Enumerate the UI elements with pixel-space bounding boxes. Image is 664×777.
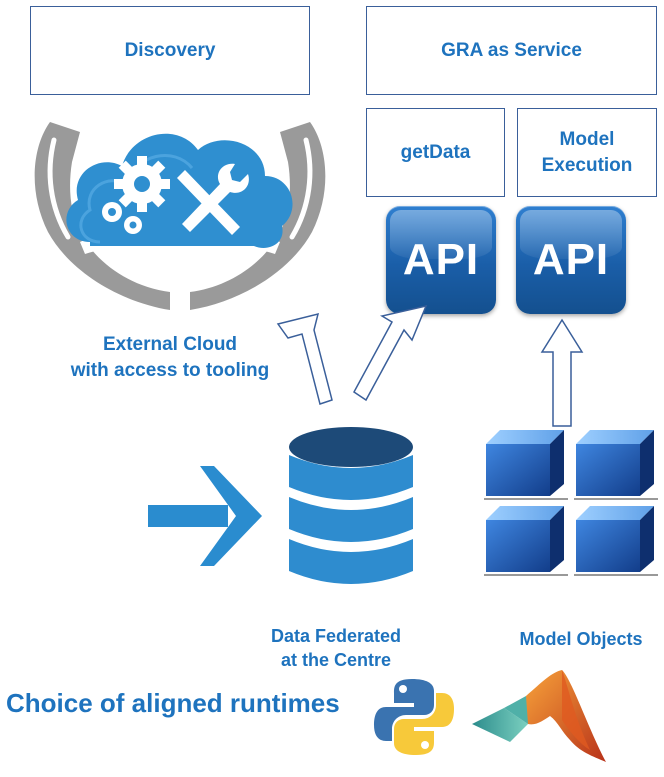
python-logo-icon: [374, 679, 454, 755]
model-objects-label: Model Objects: [519, 629, 643, 649]
runtimes-label: Choice of aligned runtimes: [6, 688, 340, 718]
api-label: API: [532, 235, 610, 284]
up-arrow-outline-icon: [540, 318, 584, 427]
model-execution-label: Model Execution: [541, 128, 633, 176]
arrow-right-icon: [148, 466, 262, 566]
data-federated-line1: Data Federated: [270, 626, 402, 646]
api-button-model-execution: API: [516, 206, 626, 314]
discovery-label: Discovery: [124, 39, 216, 61]
api-label: API: [402, 235, 480, 284]
gra-service-label: GRA as Service: [441, 39, 582, 61]
external-cloud-line1: External Cloud: [102, 334, 238, 355]
up-arrow-outline-icon: [276, 312, 333, 405]
database-icon: [289, 427, 413, 584]
model-execution-box: Model Execution: [517, 108, 657, 197]
external-cloud-line2: with access to tooling: [70, 359, 270, 381]
model-objects-icon: [484, 430, 658, 576]
discovery-box: Discovery: [30, 6, 310, 95]
data-federated-line2: at the Centre: [280, 650, 392, 671]
api-button-getdata: API: [386, 206, 496, 314]
model-cube-icon: [574, 430, 658, 500]
model-cube-icon: [484, 430, 568, 500]
model-cube-icon: [484, 506, 568, 576]
external-cloud-label: External Cloud with access to tooling: [20, 332, 320, 383]
model-cube-icon: [574, 506, 658, 576]
gra-service-box: GRA as Service: [366, 6, 657, 95]
cloud-tools-in-hands-icon: [34, 122, 326, 310]
data-federated-label: Data Federated at the Centre: [236, 624, 436, 673]
getdata-label: getData: [400, 141, 471, 163]
matlab-logo-icon: [472, 670, 606, 762]
up-arrow-outline-icon: [353, 304, 428, 402]
getdata-box: getData: [366, 108, 505, 197]
